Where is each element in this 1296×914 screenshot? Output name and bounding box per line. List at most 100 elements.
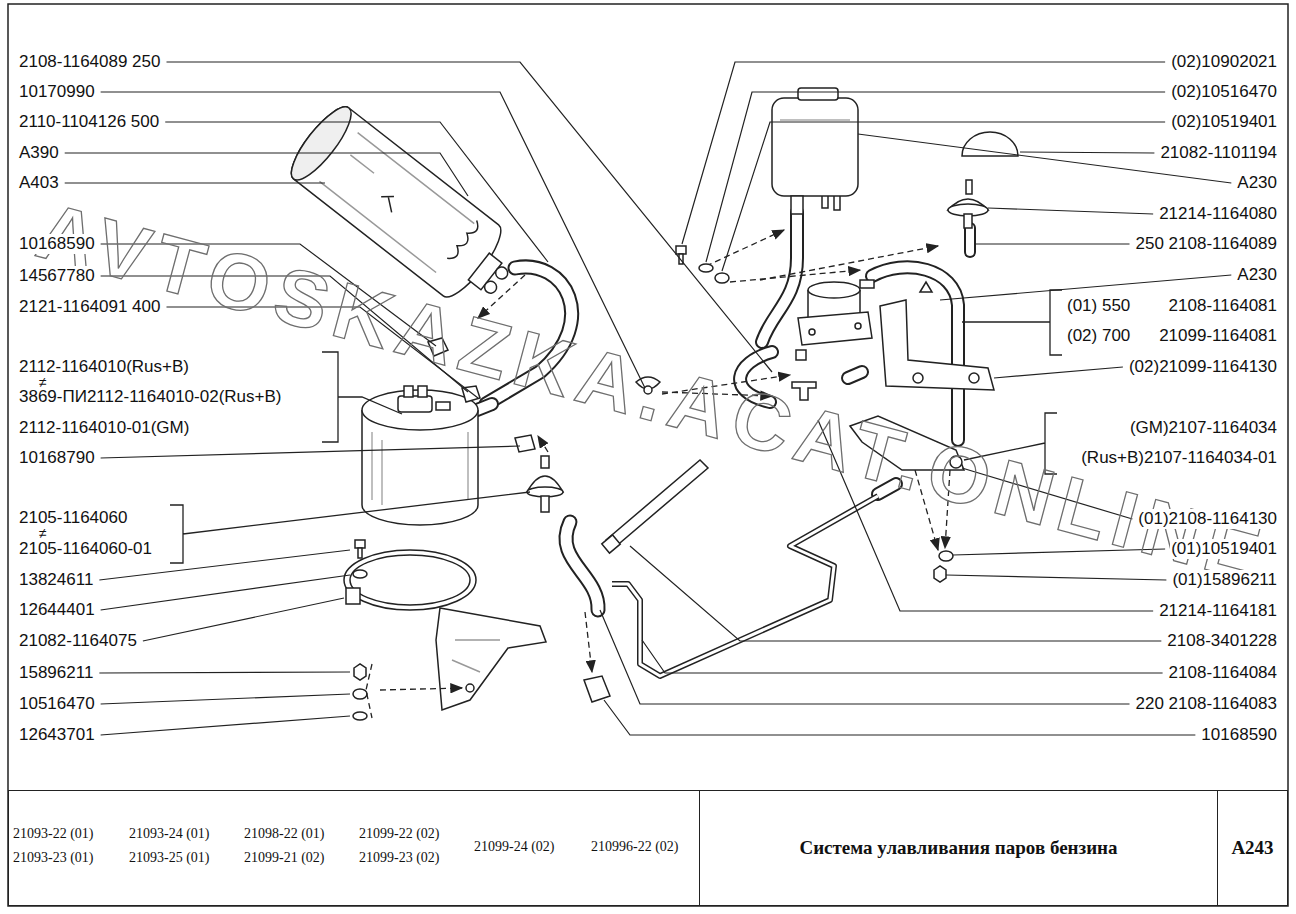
leader-line [994, 367, 1123, 378]
part-number: 2110-1104126 500 [18, 112, 160, 132]
part-number: 15896211 [18, 663, 94, 683]
dashed-arrow [730, 270, 860, 282]
part-number: А403 [18, 173, 60, 193]
reservoir [772, 98, 858, 196]
dashed-arrow [760, 246, 938, 280]
part-number: 21099-1164081 [1158, 326, 1278, 346]
group-bracket [170, 492, 530, 563]
part-number: 3869-ПИ2112-1164010-02(Rus+B) [18, 387, 282, 407]
tank-bracket [452, 640, 500, 672]
model-code: 21099-22 (02) [359, 826, 440, 841]
part-number: 21214-1164181 [1158, 601, 1278, 621]
tank-bracket [466, 684, 474, 692]
leader-line [99, 672, 350, 673]
cable-strap [602, 460, 708, 553]
cap [962, 132, 1018, 156]
adsorber [398, 396, 432, 412]
reservoir [798, 88, 838, 100]
title-cell: Система улавливания паров бензина [699, 790, 1218, 906]
part-number: (02) 700 [1066, 326, 1131, 346]
clamp [584, 676, 610, 702]
leader-line [976, 243, 1130, 244]
model-code: 21099-24 (02) [474, 839, 555, 854]
part-number: 220 2108-1164083 [1135, 694, 1279, 714]
part-number: 2105-1164060 [18, 508, 128, 528]
dashed-arrow [366, 664, 372, 718]
reservoir [822, 196, 840, 210]
leader-line [642, 640, 1163, 673]
part-number: 10168590 [1200, 725, 1278, 745]
leader-line [600, 610, 1130, 704]
adsorber [418, 386, 427, 397]
code-cell: А243 [1217, 790, 1288, 906]
hose [477, 404, 492, 410]
fastener [939, 551, 953, 561]
part-number: 12644401 [18, 600, 96, 620]
leader-line [946, 575, 1166, 580]
adsorber [404, 386, 413, 397]
fastener [353, 540, 367, 720]
fastener [699, 264, 713, 272]
model-code: 21093-24 (01) [129, 826, 210, 841]
part-number: 2105-1164060-01 [18, 539, 153, 559]
reservoir [791, 196, 803, 214]
leader-line [988, 208, 1153, 214]
separator [798, 312, 872, 345]
model-code: 21093-22 (01) [13, 826, 94, 841]
model-code: 21099-21 (02) [244, 850, 325, 865]
valve [948, 180, 988, 228]
group-bracket [962, 290, 1062, 355]
fastener [353, 712, 367, 720]
part-number: 2121-1164091 400 [18, 297, 162, 317]
fastener [354, 664, 366, 680]
model-code: 210996-22 (02) [591, 839, 679, 854]
canister [282, 99, 359, 187]
part-number: 21214-1164080 [1158, 204, 1278, 224]
bracket [880, 300, 994, 390]
separator [796, 350, 806, 360]
part-number: 10168790 [18, 448, 96, 468]
adsorber [372, 432, 468, 505]
valve [527, 456, 563, 512]
hose [848, 372, 862, 378]
hose [964, 228, 976, 252]
clamp [515, 435, 535, 452]
part-number: 2108-1164081 [1168, 296, 1278, 316]
model-code: 21099-23 (02) [359, 850, 440, 865]
part-number: 21082-1164075 [18, 631, 138, 651]
tank-bracket [350, 555, 470, 605]
part-number: (01)2108-1164130 [1137, 509, 1278, 529]
leader-line [143, 598, 344, 641]
fastener [353, 689, 367, 699]
part-number: (02)10902021 [1170, 52, 1278, 72]
adsorber [436, 402, 450, 410]
part-number: (02)10519401 [1170, 112, 1278, 132]
bracket [913, 373, 923, 383]
leader-line [101, 446, 520, 458]
leader-line [1020, 152, 1154, 153]
part-number: (Rus+B)2107-1164034-01 [1080, 448, 1278, 468]
leader-line [101, 694, 350, 704]
cable-strap [602, 535, 620, 553]
fastener [934, 566, 946, 582]
part-number: 13824611 [18, 570, 94, 590]
canister [447, 221, 481, 263]
tube [612, 496, 878, 676]
part-number: 250 2108-1164089 [1135, 234, 1279, 254]
leader-line [682, 62, 1165, 244]
dashed-arrow [706, 230, 784, 266]
part-number: 12643701 [18, 725, 96, 745]
fastener [358, 548, 362, 558]
part-number: 10168590 [18, 234, 96, 254]
part-number: 21082-1101194 [1159, 143, 1278, 163]
part-number: 2108-1164089 250 [18, 52, 162, 72]
tank-bracket [344, 550, 546, 710]
frame [8, 4, 1288, 906]
tank-bracket [436, 608, 546, 710]
frame [8, 4, 1288, 906]
part-number: 2108-1164084 [1168, 663, 1278, 683]
part-number: 2112-1164010-01(GM) [18, 418, 190, 438]
model-code: 21093-25 (01) [129, 850, 210, 865]
valve [964, 214, 972, 228]
sheet-code: А243 [1231, 837, 1273, 860]
